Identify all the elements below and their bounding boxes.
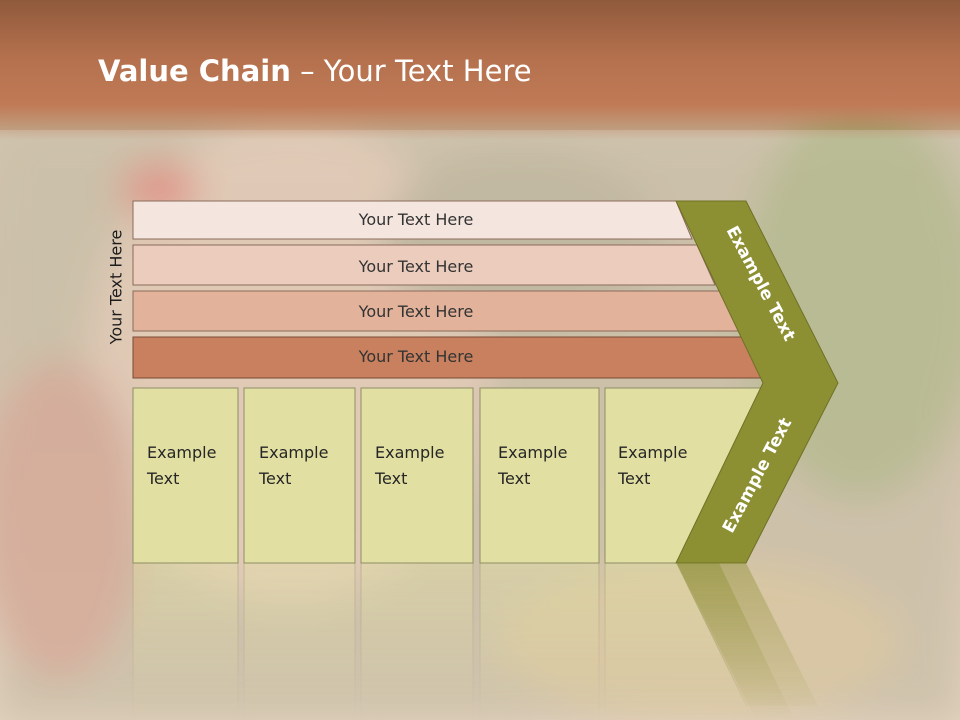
activity-box-5-line2: Text <box>617 469 650 488</box>
support-bar-2 <box>132 244 716 286</box>
activity-box-4-line2: Text <box>497 469 530 488</box>
activity-box-5-line1: Example <box>618 443 687 462</box>
activity-box-3-line2: Text <box>374 469 407 488</box>
activity-box-2-line1: Example <box>259 443 328 462</box>
activity-box-2-line2: Text <box>258 469 291 488</box>
title-bold: Value Chain <box>98 54 291 88</box>
support-bar-4-label: Your Text Here <box>358 347 474 366</box>
support-bar-1-label: Your Text Here <box>358 210 474 229</box>
support-bar-3-label: Your Text Here <box>358 302 474 321</box>
activity-box-1-line2: Text <box>146 469 179 488</box>
support-bar-2-label: Your Text Here <box>358 257 474 276</box>
activity-box-1-line1: Example <box>147 443 216 462</box>
activity-box-1 <box>132 387 239 564</box>
activity-box-3-line1: Example <box>375 443 444 462</box>
title-band <box>0 0 960 140</box>
activity-box-3 <box>360 387 474 564</box>
activity-box-4 <box>479 387 600 564</box>
activity-box-4-line1: Example <box>498 443 567 462</box>
support-bar-1 <box>132 200 693 240</box>
chevron-reflection <box>676 563 818 706</box>
activity-box-2 <box>243 387 356 564</box>
title-rest: – Your Text Here <box>290 54 532 88</box>
slide-title: Value Chain – Your Text Here <box>98 54 532 88</box>
